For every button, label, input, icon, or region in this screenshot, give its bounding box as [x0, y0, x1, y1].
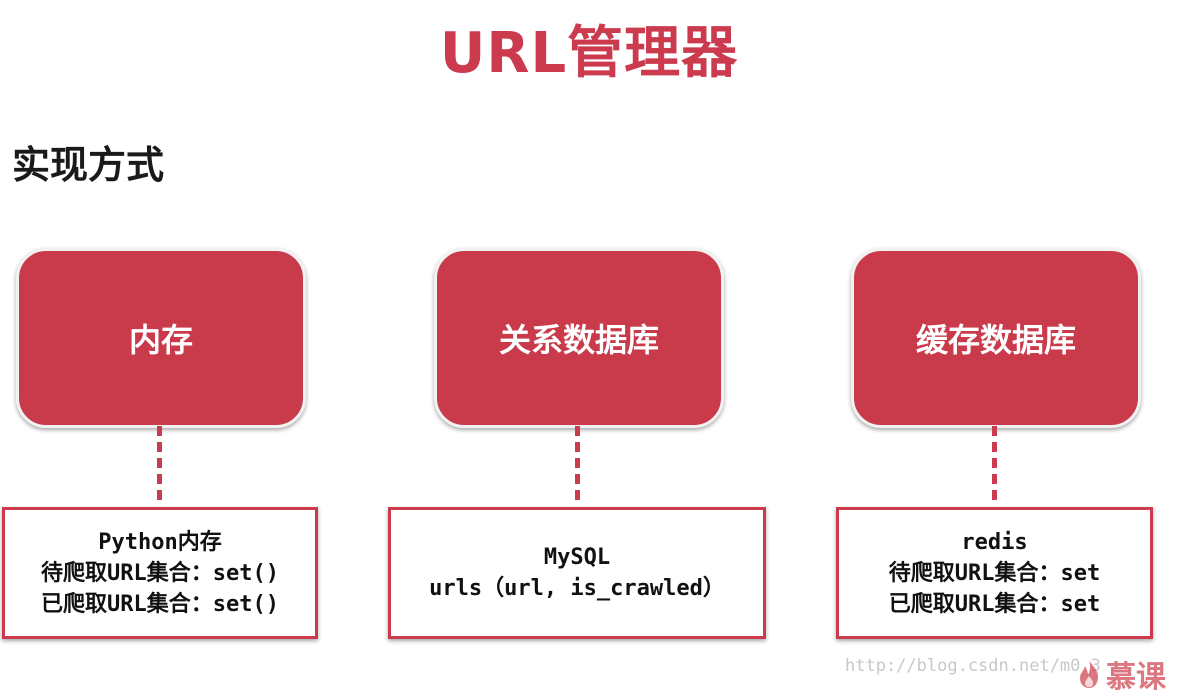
- detail-line: 待爬取URL集合：set: [888, 560, 1101, 586]
- node-label: 缓存数据库: [915, 321, 1076, 359]
- detail-box-cache-db: redis 待爬取URL集合：set 已爬取URL集合：set: [836, 507, 1153, 639]
- logo: 慕课: [1076, 652, 1166, 696]
- dashed-connector: [992, 426, 997, 500]
- detail-line: Python内存: [98, 529, 222, 555]
- detail-box-memory: Python内存 待爬取URL集合：set() 已爬取URL集合：set(): [2, 507, 318, 639]
- detail-line: 已爬取URL集合：set(): [41, 591, 279, 617]
- detail-line: 待爬取URL集合：set(): [41, 560, 279, 586]
- watermark-url: http://blog.csdn.net/m0_3: [845, 656, 1101, 676]
- node-label: 关系数据库: [498, 321, 659, 359]
- node-cache-db: 缓存数据库: [851, 248, 1141, 428]
- detail-line: redis: [961, 529, 1028, 555]
- page-title: URL管理器: [439, 21, 739, 86]
- detail-line: 已爬取URL集合：set: [888, 591, 1101, 617]
- dashed-connector: [157, 426, 162, 500]
- logo-text: 慕课: [1106, 660, 1166, 695]
- node-relational-db: 关系数据库: [434, 248, 724, 428]
- detail-line: urls（url, is_crawled）: [429, 576, 725, 601]
- node-memory: 内存: [16, 248, 306, 428]
- flame-icon: [1080, 660, 1098, 688]
- detail-box-relational-db: MySQL urls（url, is_crawled）: [388, 507, 766, 639]
- section-heading: 实现方式: [12, 143, 165, 187]
- node-label: 内存: [128, 321, 193, 359]
- detail-line: MySQL: [543, 545, 611, 570]
- dashed-connector: [575, 426, 580, 500]
